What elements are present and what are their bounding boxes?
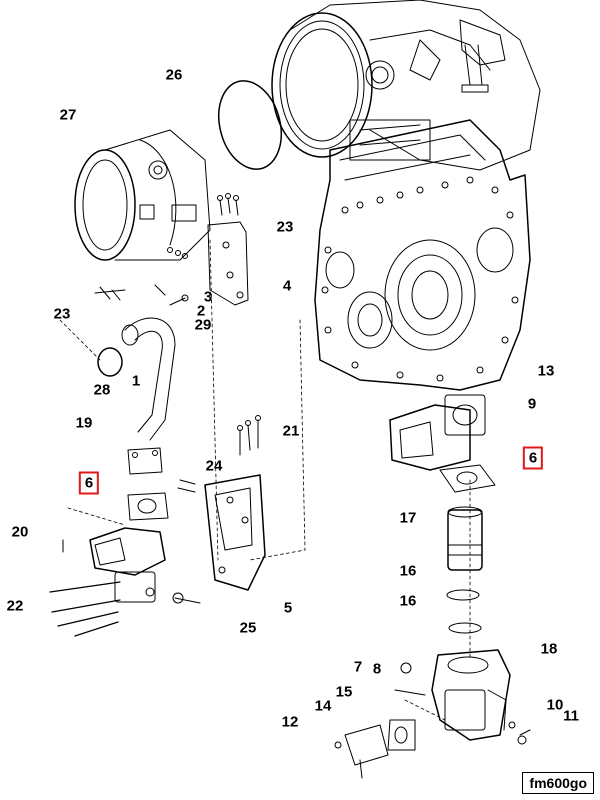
callout-26: 26 [165,66,183,84]
guide-lines [59,239,471,721]
callout-19: 19 [75,414,93,432]
callout-14: 14 [314,697,332,715]
callout-23: 23 [53,305,71,323]
callout-8: 8 [372,660,382,678]
callout-7: 7 [353,658,363,676]
callout-9: 9 [527,395,537,413]
callout-6-highlighted: 6 [78,471,100,495]
callout-28: 28 [93,381,111,399]
callout-29: 29 [194,316,212,334]
callout-27: 27 [59,106,77,124]
gasket-ring-drawing [218,80,282,170]
callout-23: 23 [276,218,294,236]
callout-12: 12 [281,713,299,731]
figure-code-label: fm600go [522,772,594,794]
callout-16: 16 [399,592,417,610]
callout-18: 18 [540,640,558,658]
cylinder-cooler-drawing [446,506,483,634]
engine-block-drawing [271,0,541,391]
callout-4: 4 [282,277,292,295]
callout-13: 13 [537,362,555,380]
callout-22: 22 [6,597,24,615]
bracket-drawing [154,221,249,306]
housing-drawing [334,649,531,779]
long-bolts-drawing [49,539,121,637]
callout-25: 25 [239,619,257,637]
mounting-plate-drawing [177,415,266,591]
exhaust-pipe-drawing [97,317,176,441]
turbocharger-drawing [74,129,211,261]
callout-3: 3 [203,288,213,306]
callout-16: 16 [399,562,417,580]
right-valve-drawing [389,394,496,493]
callout-24: 24 [205,457,223,475]
callout-20: 20 [11,523,29,541]
left-valve-assembly-drawing [89,447,201,604]
bolt-set-23-drawing [94,193,239,301]
callout-21: 21 [282,422,300,440]
callout-2: 2 [196,302,206,320]
callout-5: 5 [283,599,293,617]
callout-6-highlighted: 6 [522,446,544,470]
callout-15: 15 [335,683,353,701]
callout-11: 11 [563,707,579,725]
callout-1: 1 [131,372,141,390]
callout-17: 17 [399,509,417,527]
callout-10: 10 [546,696,564,714]
